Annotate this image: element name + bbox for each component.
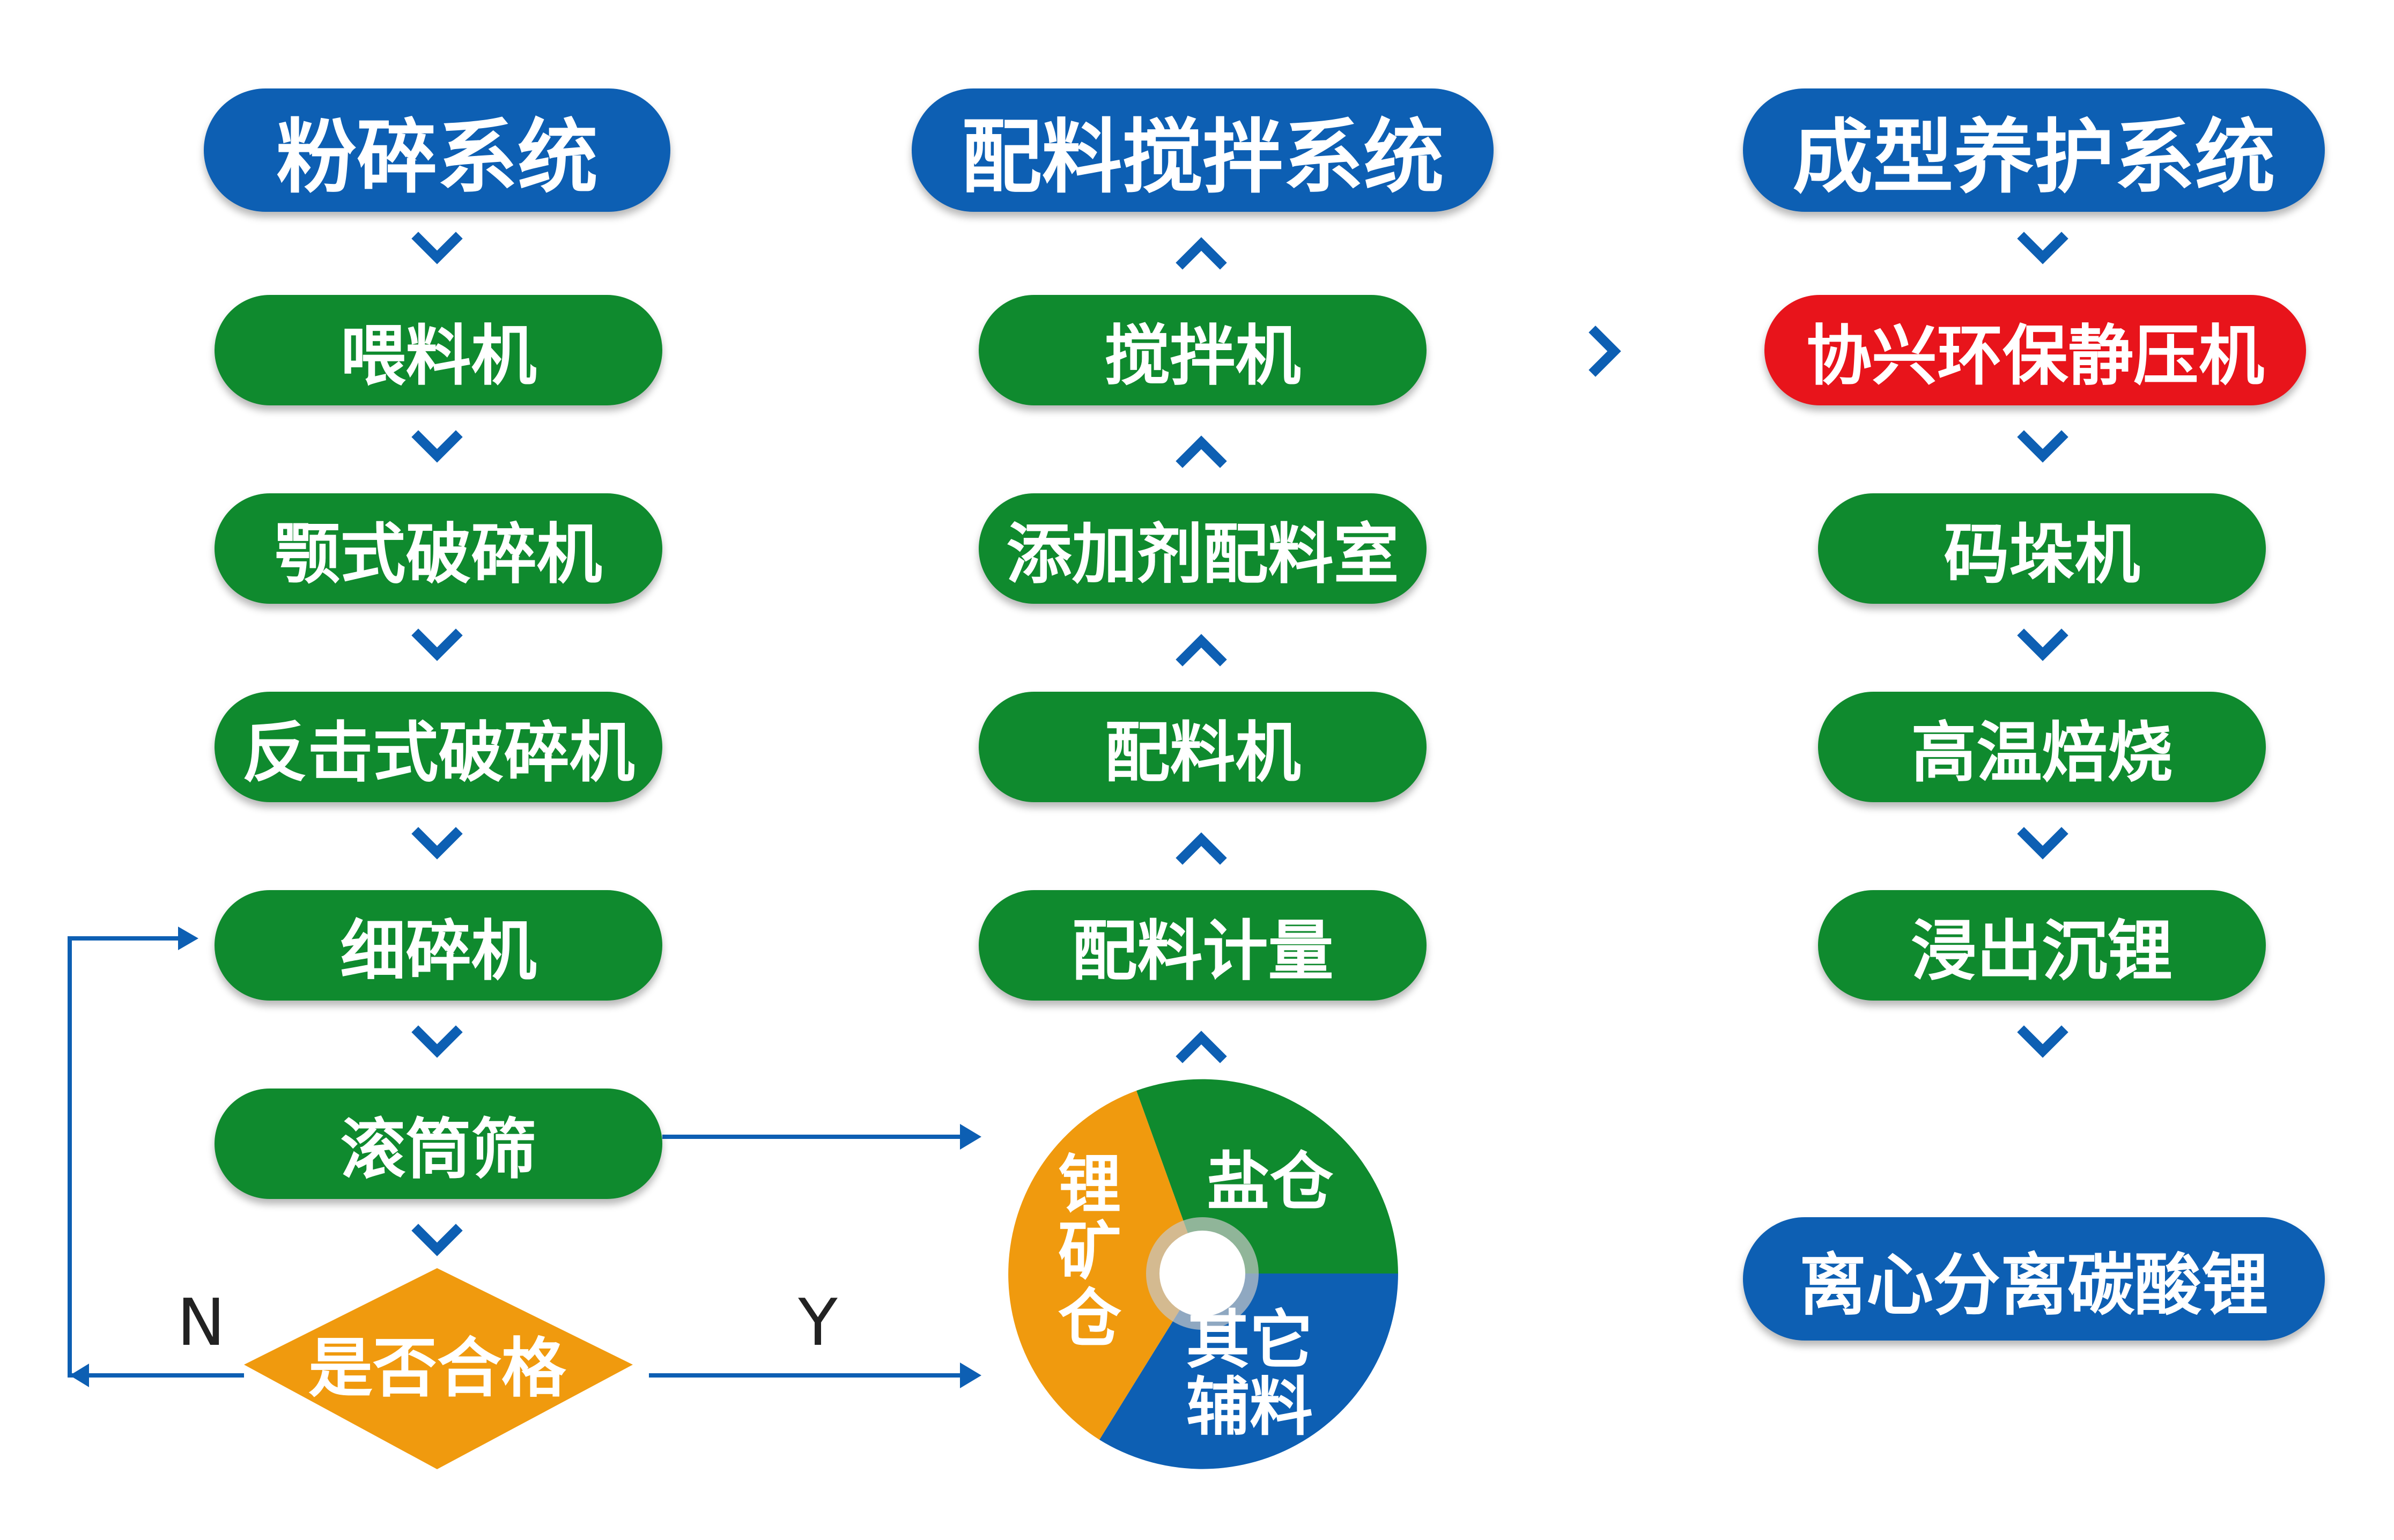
chevron-down-icon <box>2017 1025 2068 1058</box>
crushing-system-title: 粉碎系统 <box>204 88 670 212</box>
chevron-down-icon <box>2017 827 2068 860</box>
arrow-right-icon <box>960 1363 981 1388</box>
decision-diamond <box>244 1268 633 1469</box>
disc-center <box>1159 1231 1245 1316</box>
mixer-step: 搅拌机 <box>979 295 1427 405</box>
batching-system-title: 配料搅拌系统 <box>912 88 1494 212</box>
chevron-up-icon <box>1176 634 1227 667</box>
crushing-chevrons <box>411 232 463 1256</box>
chevron-down-icon <box>2017 430 2068 463</box>
arrow-right-icon <box>178 927 198 950</box>
jaw-crusher-step: 颚式破碎机 <box>215 493 662 604</box>
arrow-left-icon <box>70 1364 89 1387</box>
chevron-down-icon <box>411 1025 463 1058</box>
chevron-down-icon <box>411 1224 463 1256</box>
roasting-step: 高温焙烧 <box>1818 692 2266 802</box>
ore-silo-label-3: 仓 <box>1058 1282 1122 1356</box>
feedback-loop-line <box>68 936 244 1378</box>
chevron-up-icon <box>1176 832 1227 865</box>
additive-room-step: 添加剂配料室 <box>979 493 1427 604</box>
chevron-up-icon <box>1176 1031 1227 1063</box>
chevron-up-icon <box>1176 435 1227 468</box>
forming-chevrons <box>2017 232 2068 1058</box>
ore-silo-label-1: 锂 <box>1058 1147 1121 1221</box>
yes-label: Y <box>797 1286 838 1360</box>
chevron-down-icon <box>411 827 463 860</box>
salt-silo-label: 盐仓 <box>1207 1145 1334 1219</box>
feeder-step: 喂料机 <box>215 295 662 405</box>
material-silo-disc: 盐仓 锂 矿 仓 其它 辅料 <box>1008 1079 1398 1469</box>
impact-crusher-step: 反击式破碎机 <box>215 692 662 802</box>
drum-screen-step: 滚筒筛 <box>215 1089 662 1199</box>
batcher-step: 配料机 <box>979 692 1427 802</box>
other-aux-label-2: 辅料 <box>1186 1370 1313 1444</box>
metering-step: 配料计量 <box>979 890 1427 1001</box>
stacker-step: 码垛机 <box>1818 493 2266 604</box>
lithium-ore-sector <box>1008 1091 1202 1440</box>
other-aux-label-1: 其它 <box>1186 1303 1313 1377</box>
chevron-right-icon <box>1588 325 1621 377</box>
chevron-down-icon <box>2017 628 2068 661</box>
centrifuge-final-step: 离心分离碳酸锂 <box>1743 1217 2325 1341</box>
leaching-step: 浸出沉锂 <box>1818 890 2266 1001</box>
forming-system-title: 成型养护系统 <box>1743 88 2325 212</box>
arrow-right-icon <box>960 1124 981 1150</box>
chevron-down-icon <box>411 628 463 661</box>
no-label: N <box>177 1286 225 1360</box>
fine-crusher-step: 细碎机 <box>215 890 662 1001</box>
static-press-step: 协兴环保静压机 <box>1764 295 2306 405</box>
ore-silo-label-2: 矿 <box>1058 1215 1121 1289</box>
decision-label: 是否合格 <box>308 1331 566 1406</box>
chevron-down-icon <box>411 430 463 463</box>
chevron-up-icon <box>1176 237 1227 270</box>
other-aux-sector <box>1099 1274 1398 1469</box>
chevron-down-icon <box>411 232 463 264</box>
batching-chevrons <box>1176 237 1227 1063</box>
chevron-down-icon <box>2017 232 2068 264</box>
